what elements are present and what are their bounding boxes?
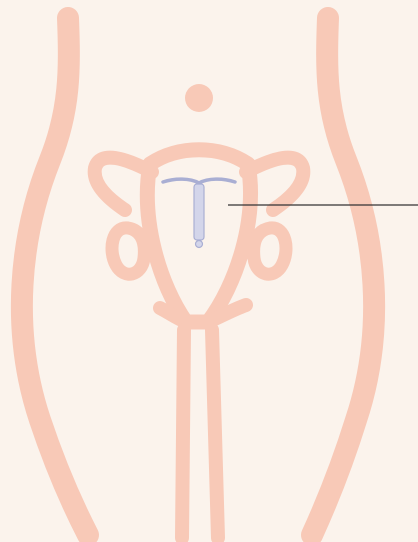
right-body-contour: [312, 18, 374, 535]
anatomy-outline: [22, 18, 374, 538]
iud-arms: [163, 179, 235, 183]
iud-device: [163, 179, 235, 247]
left-body-contour: [22, 18, 88, 535]
iud-stem: [194, 184, 204, 240]
right-ovary: [254, 228, 286, 274]
iud-bulb: [196, 241, 203, 248]
left-vaginal-wall: [182, 330, 184, 538]
right-vaginal-wall: [212, 330, 218, 538]
navel: [185, 84, 213, 112]
left-ovary: [112, 228, 144, 274]
